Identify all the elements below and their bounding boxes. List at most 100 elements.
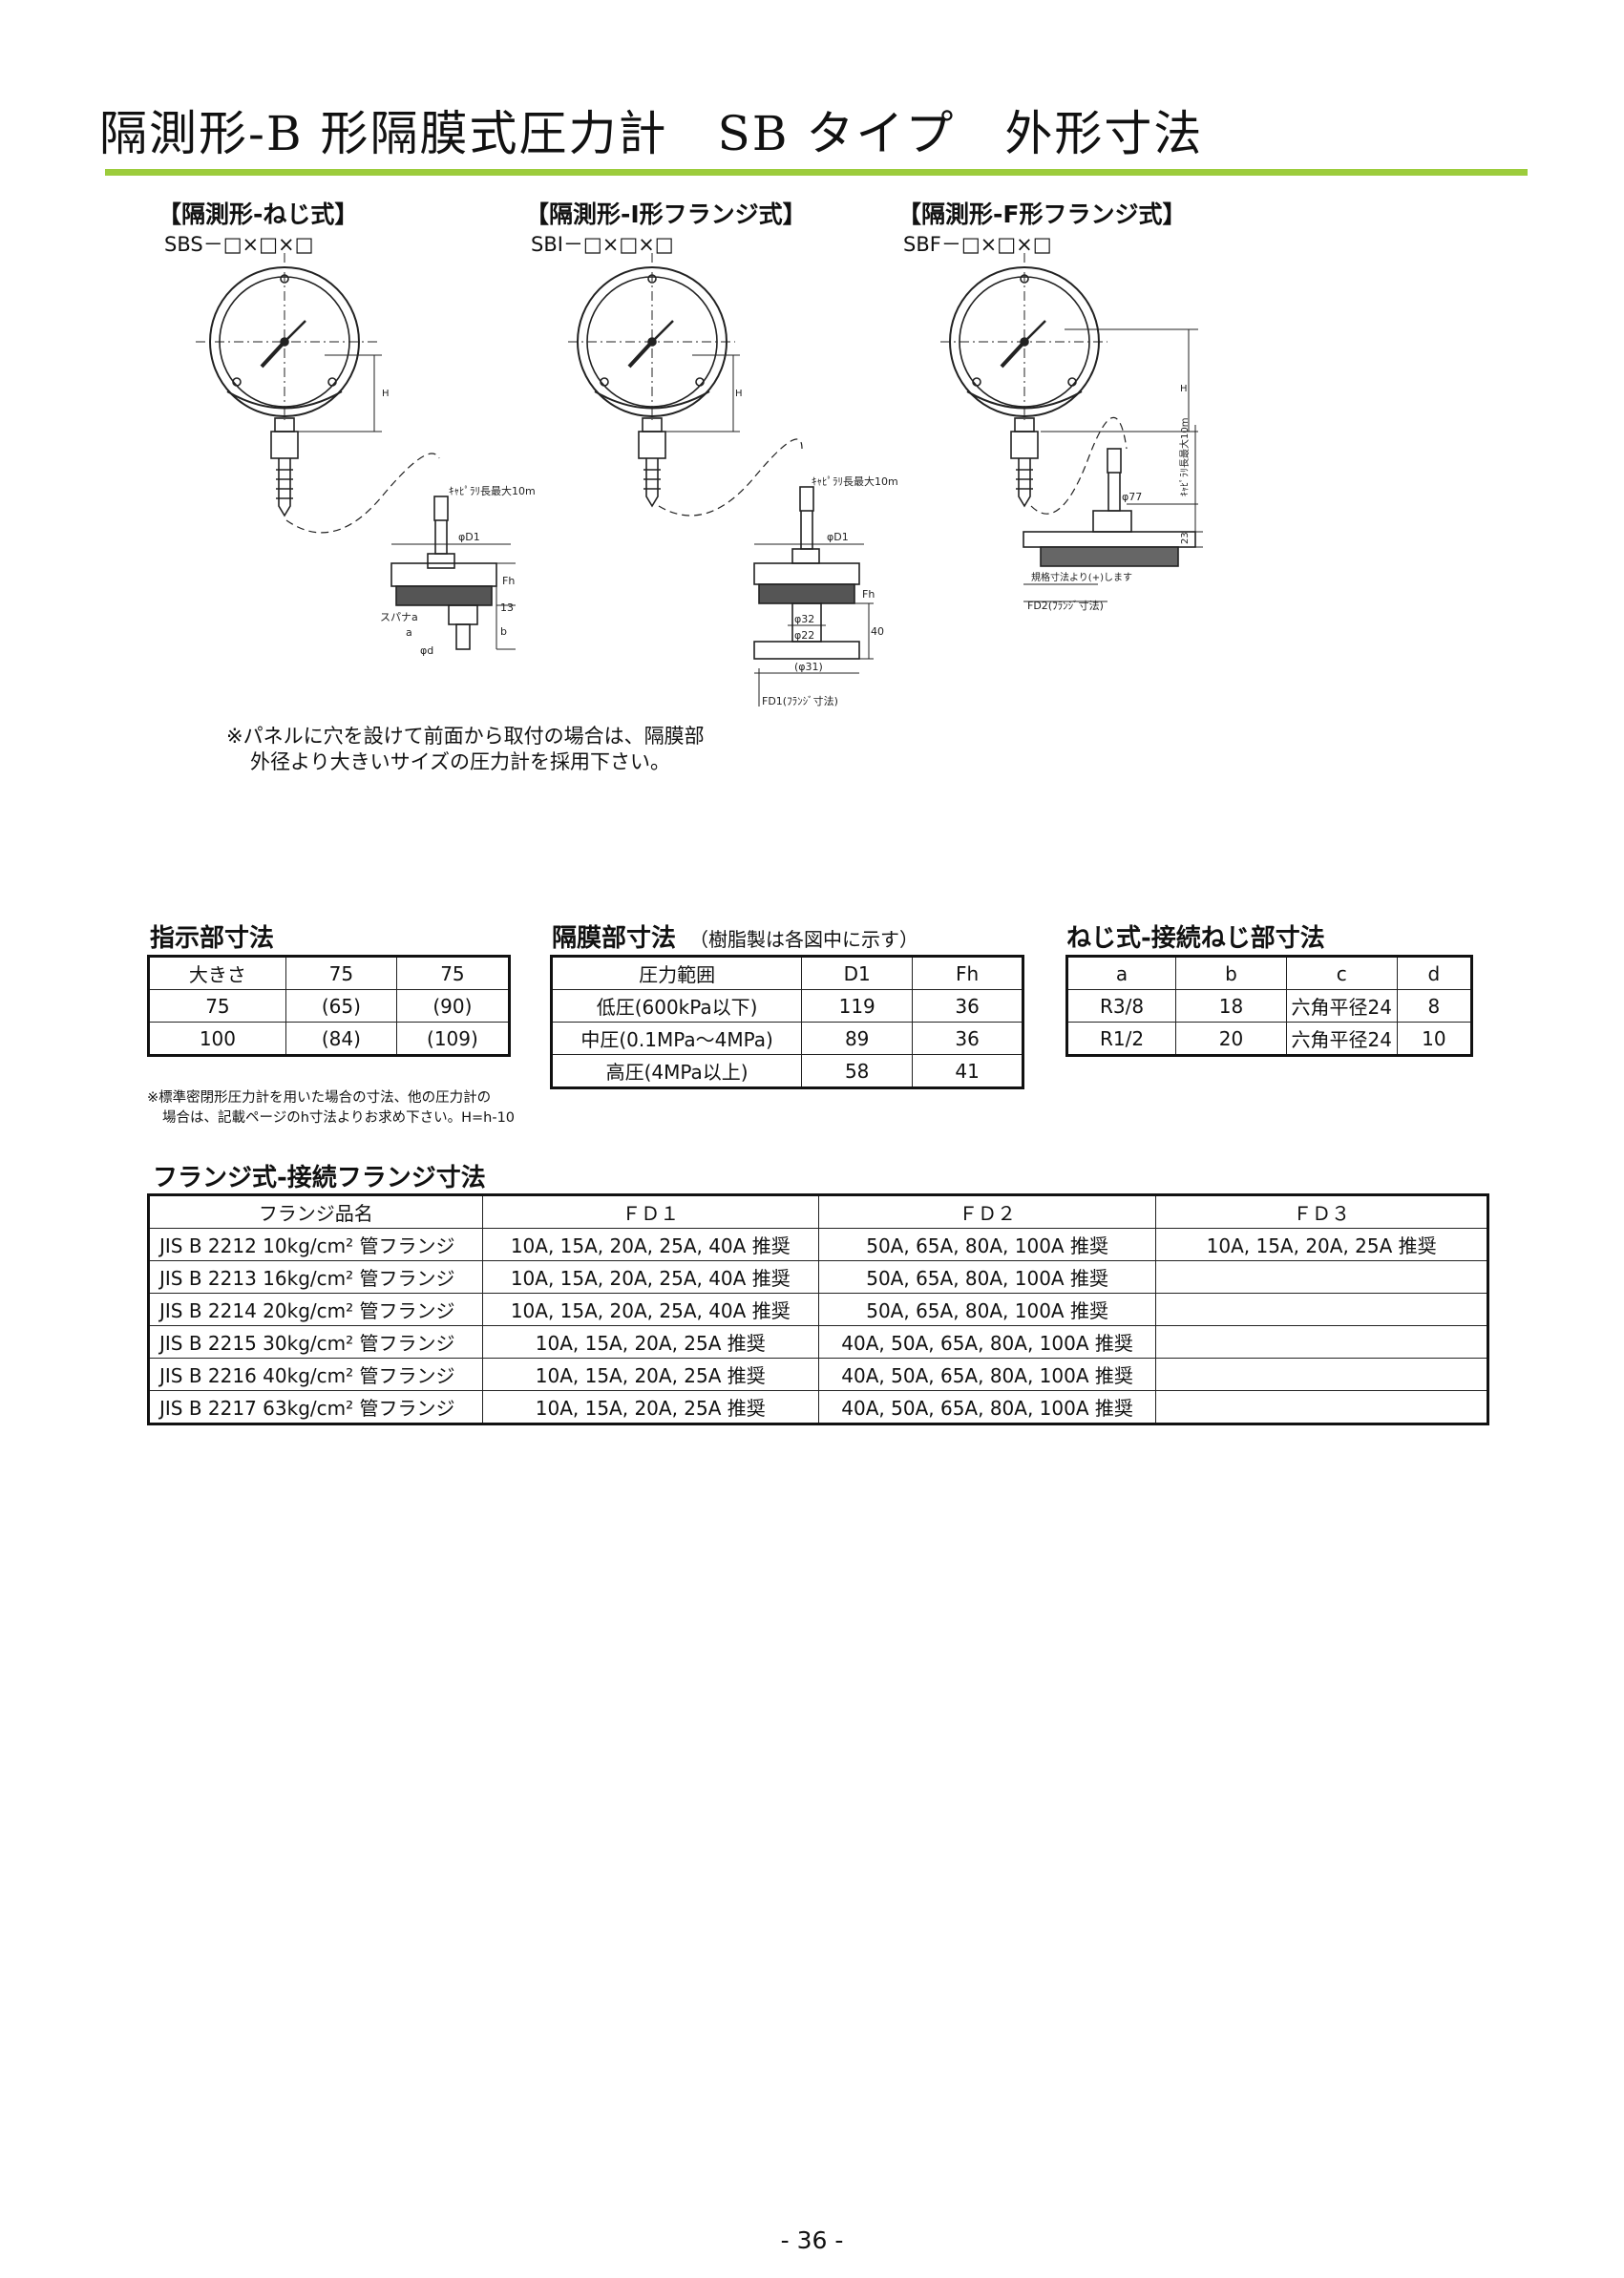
panel-note-line1: ※パネルに穴を設けて前面から取付の場合は、隔膜部 [226,725,705,748]
diagram-2-heading: 【隔測形-I形フランジ式】 [525,200,807,228]
table-cell: 40A, 50A, 65A, 80A, 100A 推奨 [817,1358,1157,1391]
table-cell: 高圧(4MPa以上) [550,1054,803,1088]
table-cell: JIS B 2214 20kg/cm² 管フランジ [148,1293,483,1326]
table-row: 大きさ 75 75 [148,956,511,990]
table-cell: 低圧(600kPa以下) [550,989,803,1023]
table-cell: 18 [1175,989,1287,1023]
diaphragm-subheading: （樹脂製は各図中に示す） [689,928,919,951]
table-cell: 75 [395,956,511,990]
diagram-1-model: SBS－□×□×□ [164,233,314,256]
table-row: 中圧(0.1MPa～4MPa) 89 36 [550,1022,1023,1055]
indicator-table-heading: 指示部寸法 [150,924,275,953]
table-row: JIS B 2217 63kg/cm² 管フランジ 10A, 15A, 20A,… [148,1390,1488,1424]
table-cell: 中圧(0.1MPa～4MPa) [550,1022,803,1055]
svg-text:(φ31): (φ31) [794,661,823,673]
table-cell [1155,1325,1488,1359]
svg-text:ｷｬﾋﾟﾗﾘ長最大10m: ｷｬﾋﾟﾗﾘ長最大10m [812,475,898,488]
diaphragm-table: 圧力範囲 D1 Fh 低圧(600kPa以下) 119 36 中圧(0.1MPa… [550,955,1024,1089]
table-cell: 58 [801,1054,914,1088]
table-cell: 41 [912,1054,1023,1088]
table-cell [1155,1260,1488,1294]
table-cell: 75 [285,956,397,990]
table-cell: 六角平径24 [1285,989,1398,1023]
table-cell: 10 [1396,1022,1473,1056]
table-header-cell: ＦＤ１ [481,1194,819,1229]
table-header-cell: ＦＤ３ [1155,1194,1488,1229]
table-cell: d [1396,956,1473,990]
panel-note-line2: 外径より大きいサイズの圧力計を採用下さい。 [250,750,670,773]
table-cell: 50A, 65A, 80A, 100A 推奨 [817,1260,1157,1294]
svg-text:ｷｬﾋﾟﾗﾘ長最大10m: ｷｬﾋﾟﾗﾘ長最大10m [1178,418,1191,496]
table-cell: (109) [395,1022,511,1056]
indicator-note-line2: 場合は、記載ページのh寸法よりお求め下さい。H=h-10 [162,1110,516,1126]
table-cell: JIS B 2212 10kg/cm² 管フランジ [148,1228,483,1261]
table-cell: 10A, 15A, 20A, 25A 推奨 [481,1358,819,1391]
diaphragm-table-heading: 隔膜部寸法（樹脂製は各図中に示す） [552,918,918,954]
table-cell: 10A, 15A, 20A, 25A 推奨 [481,1390,819,1424]
thread-table-heading: ねじ式-接続ねじ部寸法 [1066,924,1325,953]
svg-text:13: 13 [500,601,514,614]
table-cell: 10A, 15A, 20A, 25A, 40A 推奨 [481,1228,819,1261]
table-cell: JIS B 2217 63kg/cm² 管フランジ [148,1390,483,1424]
table-cell: 36 [912,989,1023,1023]
table-row: R1/2 20 六角平径24 10 [1065,1022,1473,1056]
table-cell: 40A, 50A, 65A, 80A, 100A 推奨 [817,1325,1157,1359]
table-cell: 10A, 15A, 20A, 25A 推奨 [1155,1228,1488,1261]
thread-table: a b c d R3/8 18 六角平径24 8 R1/2 20 六角平径24 … [1065,955,1473,1057]
gauge-drawing-2 [568,253,874,707]
svg-text:23: 23 [1180,532,1191,544]
gauge-drawing-1 [196,253,516,650]
flange-table-heading: フランジ式-接続フランジ寸法 [153,1164,486,1192]
table-row: JIS B 2214 20kg/cm² 管フランジ 10A, 15A, 20A,… [148,1293,1488,1326]
svg-text:b: b [500,625,507,638]
table-cell: 50A, 65A, 80A, 100A 推奨 [817,1293,1157,1326]
table-cell: 50A, 65A, 80A, 100A 推奨 [817,1228,1157,1261]
svg-text:φD1: φD1 [458,531,480,543]
table-row: 高圧(4MPa以上) 58 41 [550,1054,1023,1088]
table-row: JIS B 2216 40kg/cm² 管フランジ 10A, 15A, 20A,… [148,1358,1488,1391]
table-row: 75 (65) (90) [148,989,511,1023]
svg-text:40: 40 [871,625,884,638]
table-cell: JIS B 2216 40kg/cm² 管フランジ [148,1358,483,1391]
table-cell: 36 [912,1022,1023,1055]
svg-text:規格寸法より(+)します: 規格寸法より(+)します [1031,571,1132,583]
table-cell: b [1175,956,1287,990]
table-cell: JIS B 2213 16kg/cm² 管フランジ [148,1260,483,1294]
table-row: a b c d [1065,956,1473,990]
gauge-drawing-3 [940,253,1203,602]
table-cell [1155,1358,1488,1391]
table-cell [1155,1390,1488,1424]
table-cell: 20 [1175,1022,1287,1056]
table-cell: c [1285,956,1398,990]
table-row: 圧力範囲 D1 Fh [550,956,1023,990]
table-cell: 8 [1396,989,1473,1023]
svg-text:φ22: φ22 [794,629,814,642]
svg-text:φd: φd [420,644,433,657]
svg-text:φD1: φD1 [827,531,849,543]
table-cell: 六角平径24 [1285,1022,1398,1056]
table-cell: Fh [912,956,1023,990]
svg-text:スパナa: スパナa [380,611,418,623]
page-number: - 36 - [780,2226,844,2254]
table-cell: 75 [148,989,286,1023]
title-rule [105,169,1528,176]
table-cell: D1 [801,956,914,990]
svg-text:φ77: φ77 [1122,491,1142,503]
diagram-3-heading: 【隔測形-F形フランジ式】 [897,200,1187,228]
diagram-1-heading: 【隔測形-ねじ式】 [158,200,359,228]
svg-text:Fh: Fh [502,575,515,587]
svg-text:FD2(ﾌﾗﾝｼﾞ寸法): FD2(ﾌﾗﾝｼﾞ寸法) [1027,599,1104,612]
svg-text:ｷｬﾋﾟﾗﾘ長最大10m: ｷｬﾋﾟﾗﾘ長最大10m [449,484,536,497]
table-cell: (90) [395,989,511,1023]
diagram-2-model: SBI－□×□×□ [531,233,674,256]
table-row: JIS B 2213 16kg/cm² 管フランジ 10A, 15A, 20A,… [148,1260,1488,1294]
flange-table: フランジ品名 ＦＤ１ ＦＤ２ ＦＤ３ JIS B 2212 10kg/cm² 管… [147,1193,1489,1425]
table-cell: 100 [148,1022,286,1056]
dimension-drawings: H ｷｬﾋﾟﾗﾘ長最大10m φD1 Fh 13 b スパナa a φd [196,253,1203,707]
table-cell: 圧力範囲 [550,956,803,990]
table-cell: R1/2 [1065,1022,1177,1056]
indicator-note-line1: ※標準密閉形圧力計を用いた場合の寸法、他の圧力計の [147,1090,492,1106]
table-cell: (65) [285,989,397,1023]
diagram-3-model: SBF－□×□×□ [903,233,1052,256]
table-cell: JIS B 2215 30kg/cm² 管フランジ [148,1325,483,1359]
